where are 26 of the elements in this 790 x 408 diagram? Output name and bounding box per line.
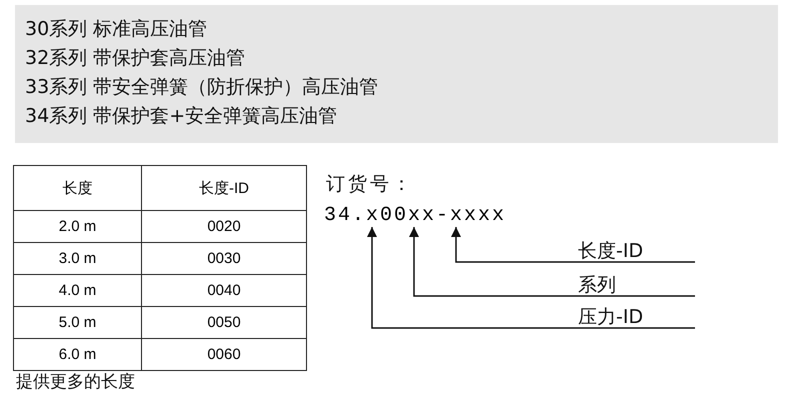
leader-line (409, 226, 696, 297)
table-cell: 3.0 m (14, 242, 142, 274)
table-cell: 0040 (142, 274, 306, 306)
table-cell: 5.0 m (14, 306, 142, 338)
code-part-label: 系列 (578, 275, 616, 296)
table-cell: 2.0 m (14, 210, 142, 242)
table-cell: 4.0 m (14, 274, 142, 306)
series-description: 33系列 带安全弹簧（防折保护）高压油管 (25, 75, 380, 100)
order-number-label: 订货号： (326, 174, 414, 195)
series-description: 34系列 带保护套+安全弹簧高压油管 (25, 104, 338, 129)
table-cell: 0050 (142, 306, 306, 338)
column-header: 长度 (14, 166, 142, 210)
series-description: 30系列 标准高压油管 (25, 17, 208, 42)
leader-line (367, 226, 696, 329)
code-part-label: 长度-ID (578, 241, 644, 262)
table-cell: 0030 (142, 242, 306, 274)
order-code: 34.x00xx-xxxx (324, 204, 506, 227)
table-cell: 0060 (142, 338, 306, 370)
column-header: 长度-ID (142, 166, 306, 210)
table-note: 提供更多的长度 (16, 372, 135, 393)
table-cell: 0020 (142, 210, 306, 242)
table-cell: 6.0 m (14, 338, 142, 370)
series-panel (15, 5, 778, 143)
series-description: 32系列 带保护套高压油管 (25, 46, 246, 71)
leader-line (451, 226, 696, 263)
code-part-label: 压力-ID (578, 307, 644, 328)
